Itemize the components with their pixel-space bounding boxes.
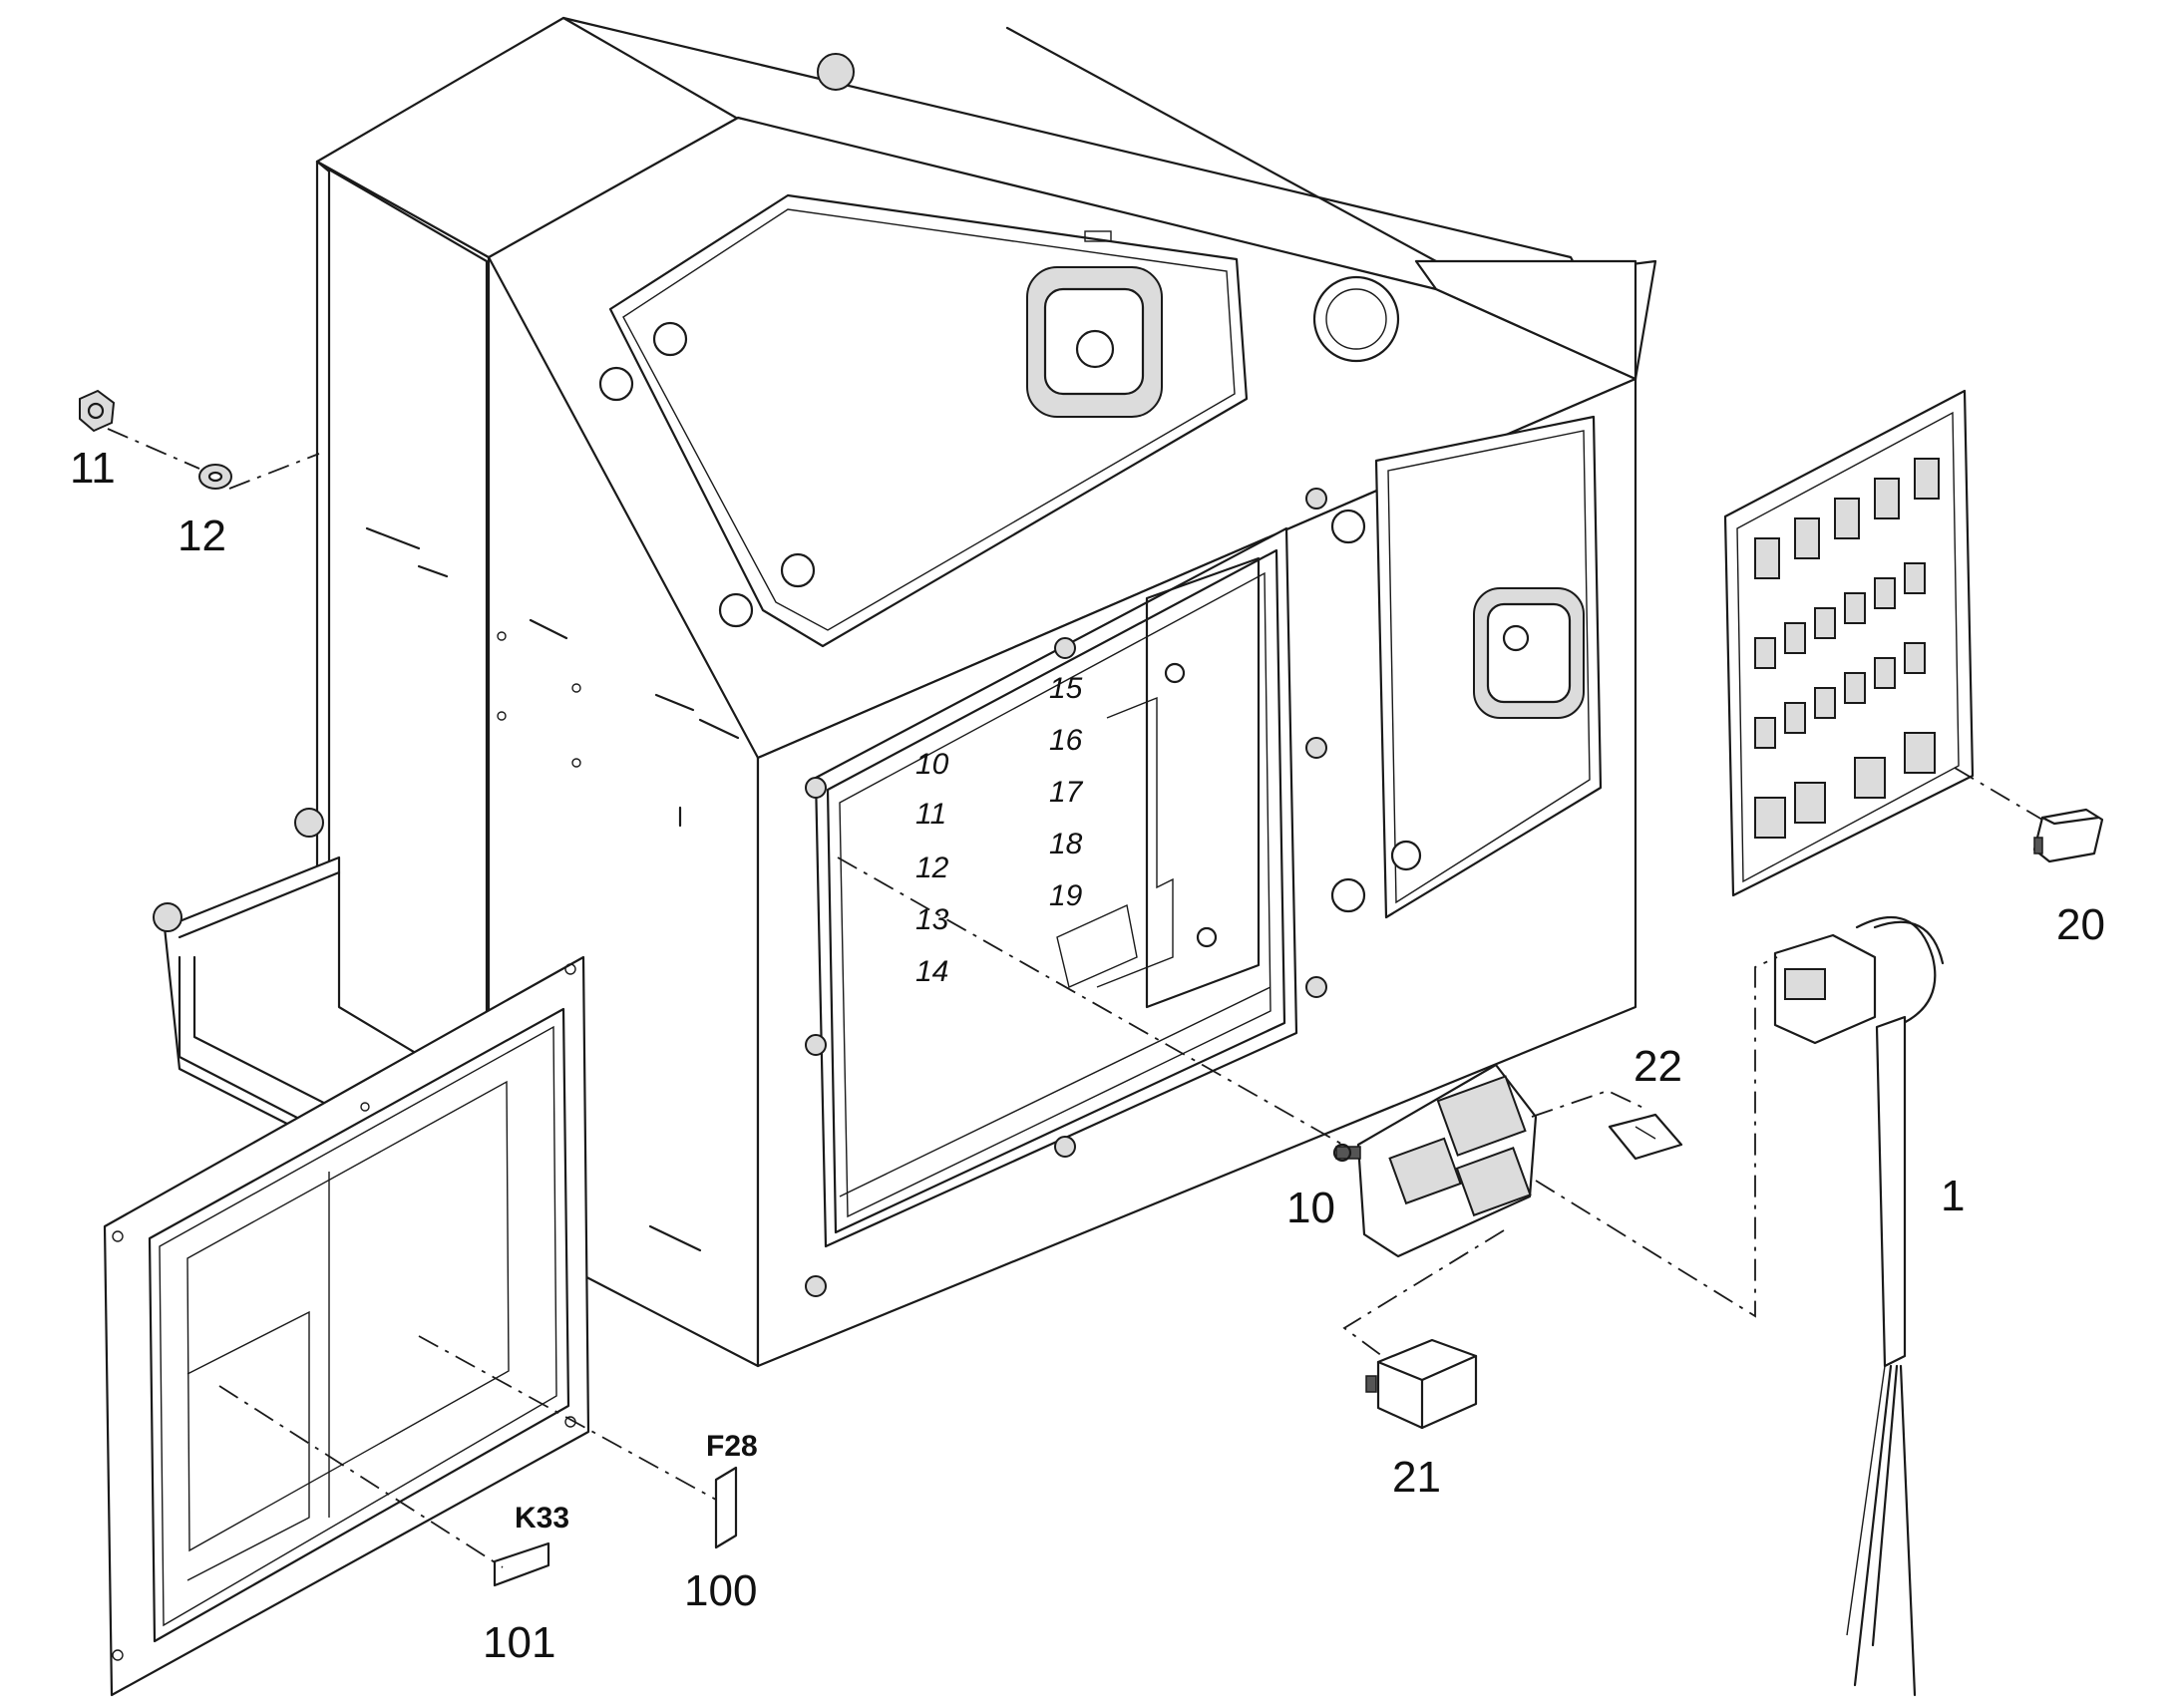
front-cover-panel [103,955,590,1697]
part-101-label [493,1541,550,1587]
slot-number-column-right: 15 16 17 18 19 [1049,672,1084,912]
slot-number: 13 [915,903,949,936]
callout-11: 11 [70,444,116,493]
part-11-nut [79,389,116,433]
part-20-fuse [2032,808,2104,863]
part-10-relay-base [1332,1063,1538,1258]
slot-number: 17 [1049,776,1084,809]
callout-12: 12 [178,512,226,560]
assembly-leader-lines [107,428,2043,1568]
part-21-relay [1365,1338,1478,1430]
slot-number: 19 [1049,879,1083,912]
slot-number: 10 [915,748,949,781]
slot-number: 18 [1049,828,1083,860]
slot-number-column-left: 10 11 12 13 14 [915,748,949,988]
relay-circuit-board [1723,389,1975,897]
callout-10: 10 [1286,1184,1335,1232]
slot-number: 12 [915,852,949,884]
cabinet-housing [153,16,1657,1368]
part-1-wire-harness [1773,915,1945,1697]
part-100-label [714,1466,738,1549]
slot-number: 11 [915,798,946,831]
part-22-clip [1608,1113,1683,1161]
callout-21: 21 [1392,1453,1441,1502]
label-tag-f28: F28 [706,1430,758,1463]
callout-100: 100 [684,1566,757,1615]
label-tag-k33: K33 [515,1502,569,1535]
callout-101: 101 [483,1618,555,1667]
callout-labels: 11 12 20 22 1 10 21 100 101 F28 K33 [70,444,2105,1667]
slot-number: 16 [1049,724,1083,757]
callout-20: 20 [2056,900,2105,949]
callout-1: 1 [1941,1172,1965,1220]
part-12-washer [198,464,232,490]
slot-number: 14 [915,955,948,988]
slot-number: 15 [1049,672,1083,705]
callout-22: 22 [1634,1042,1682,1091]
